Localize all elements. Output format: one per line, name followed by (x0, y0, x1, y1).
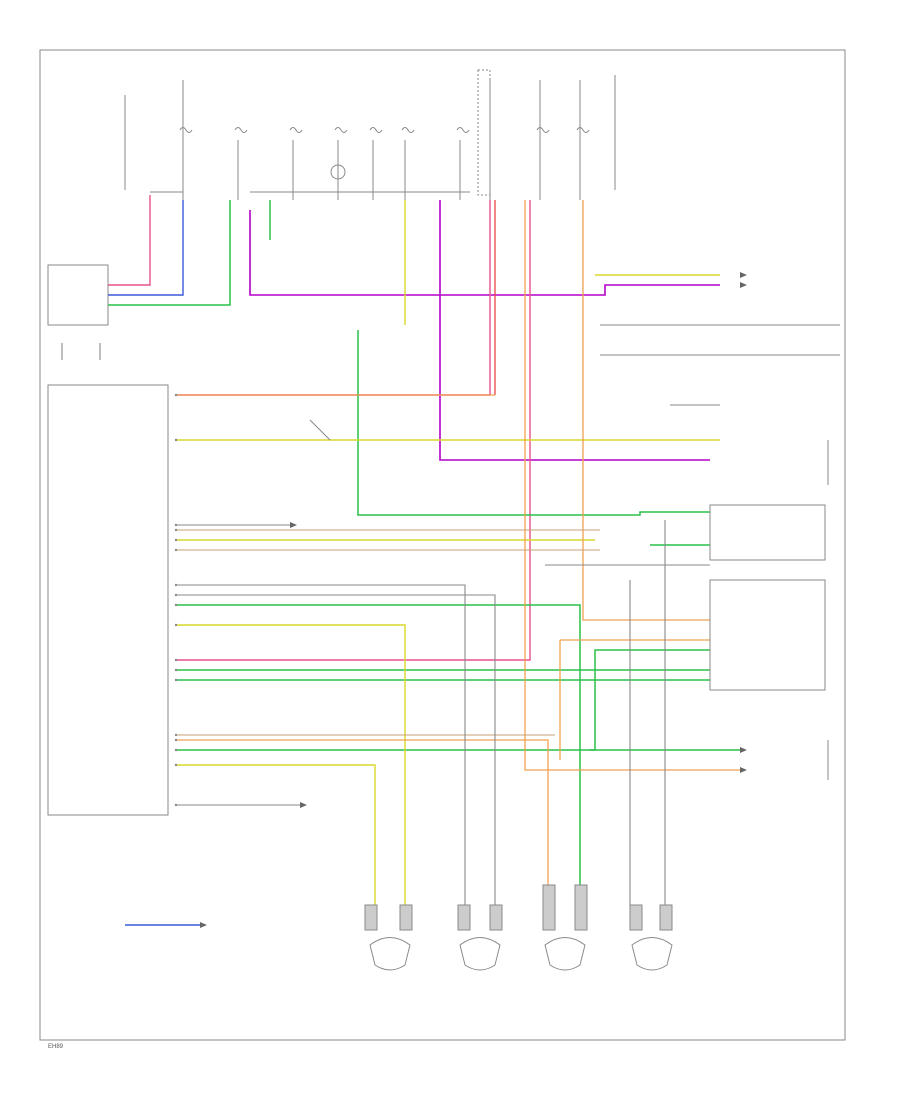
tcm-pins (174, 393, 178, 807)
right-modules (709, 440, 829, 780)
left-door-module (47, 264, 109, 326)
wire-tan (175, 529, 600, 736)
fuse-block (124, 69, 616, 200)
diagram-code: EH89 (48, 1044, 64, 1050)
diagram-frame (39, 49, 846, 1041)
fuse-symbols (179, 127, 590, 180)
wheel-speed-sensors (364, 884, 673, 971)
wire-pink (108, 195, 531, 661)
connector-arrows (200, 272, 747, 928)
wire-black (61, 324, 840, 905)
sensor-left-rear (542, 884, 588, 971)
wire-green (108, 200, 740, 890)
wire-orange (175, 200, 740, 905)
sensor-right-front (457, 904, 503, 971)
tcm-connector (47, 384, 169, 816)
wire-blue (108, 200, 200, 926)
wire-yellow (175, 200, 720, 905)
sensor-right-rear (629, 904, 673, 971)
wire-violet (249, 200, 720, 461)
sensor-left-front (364, 904, 413, 971)
